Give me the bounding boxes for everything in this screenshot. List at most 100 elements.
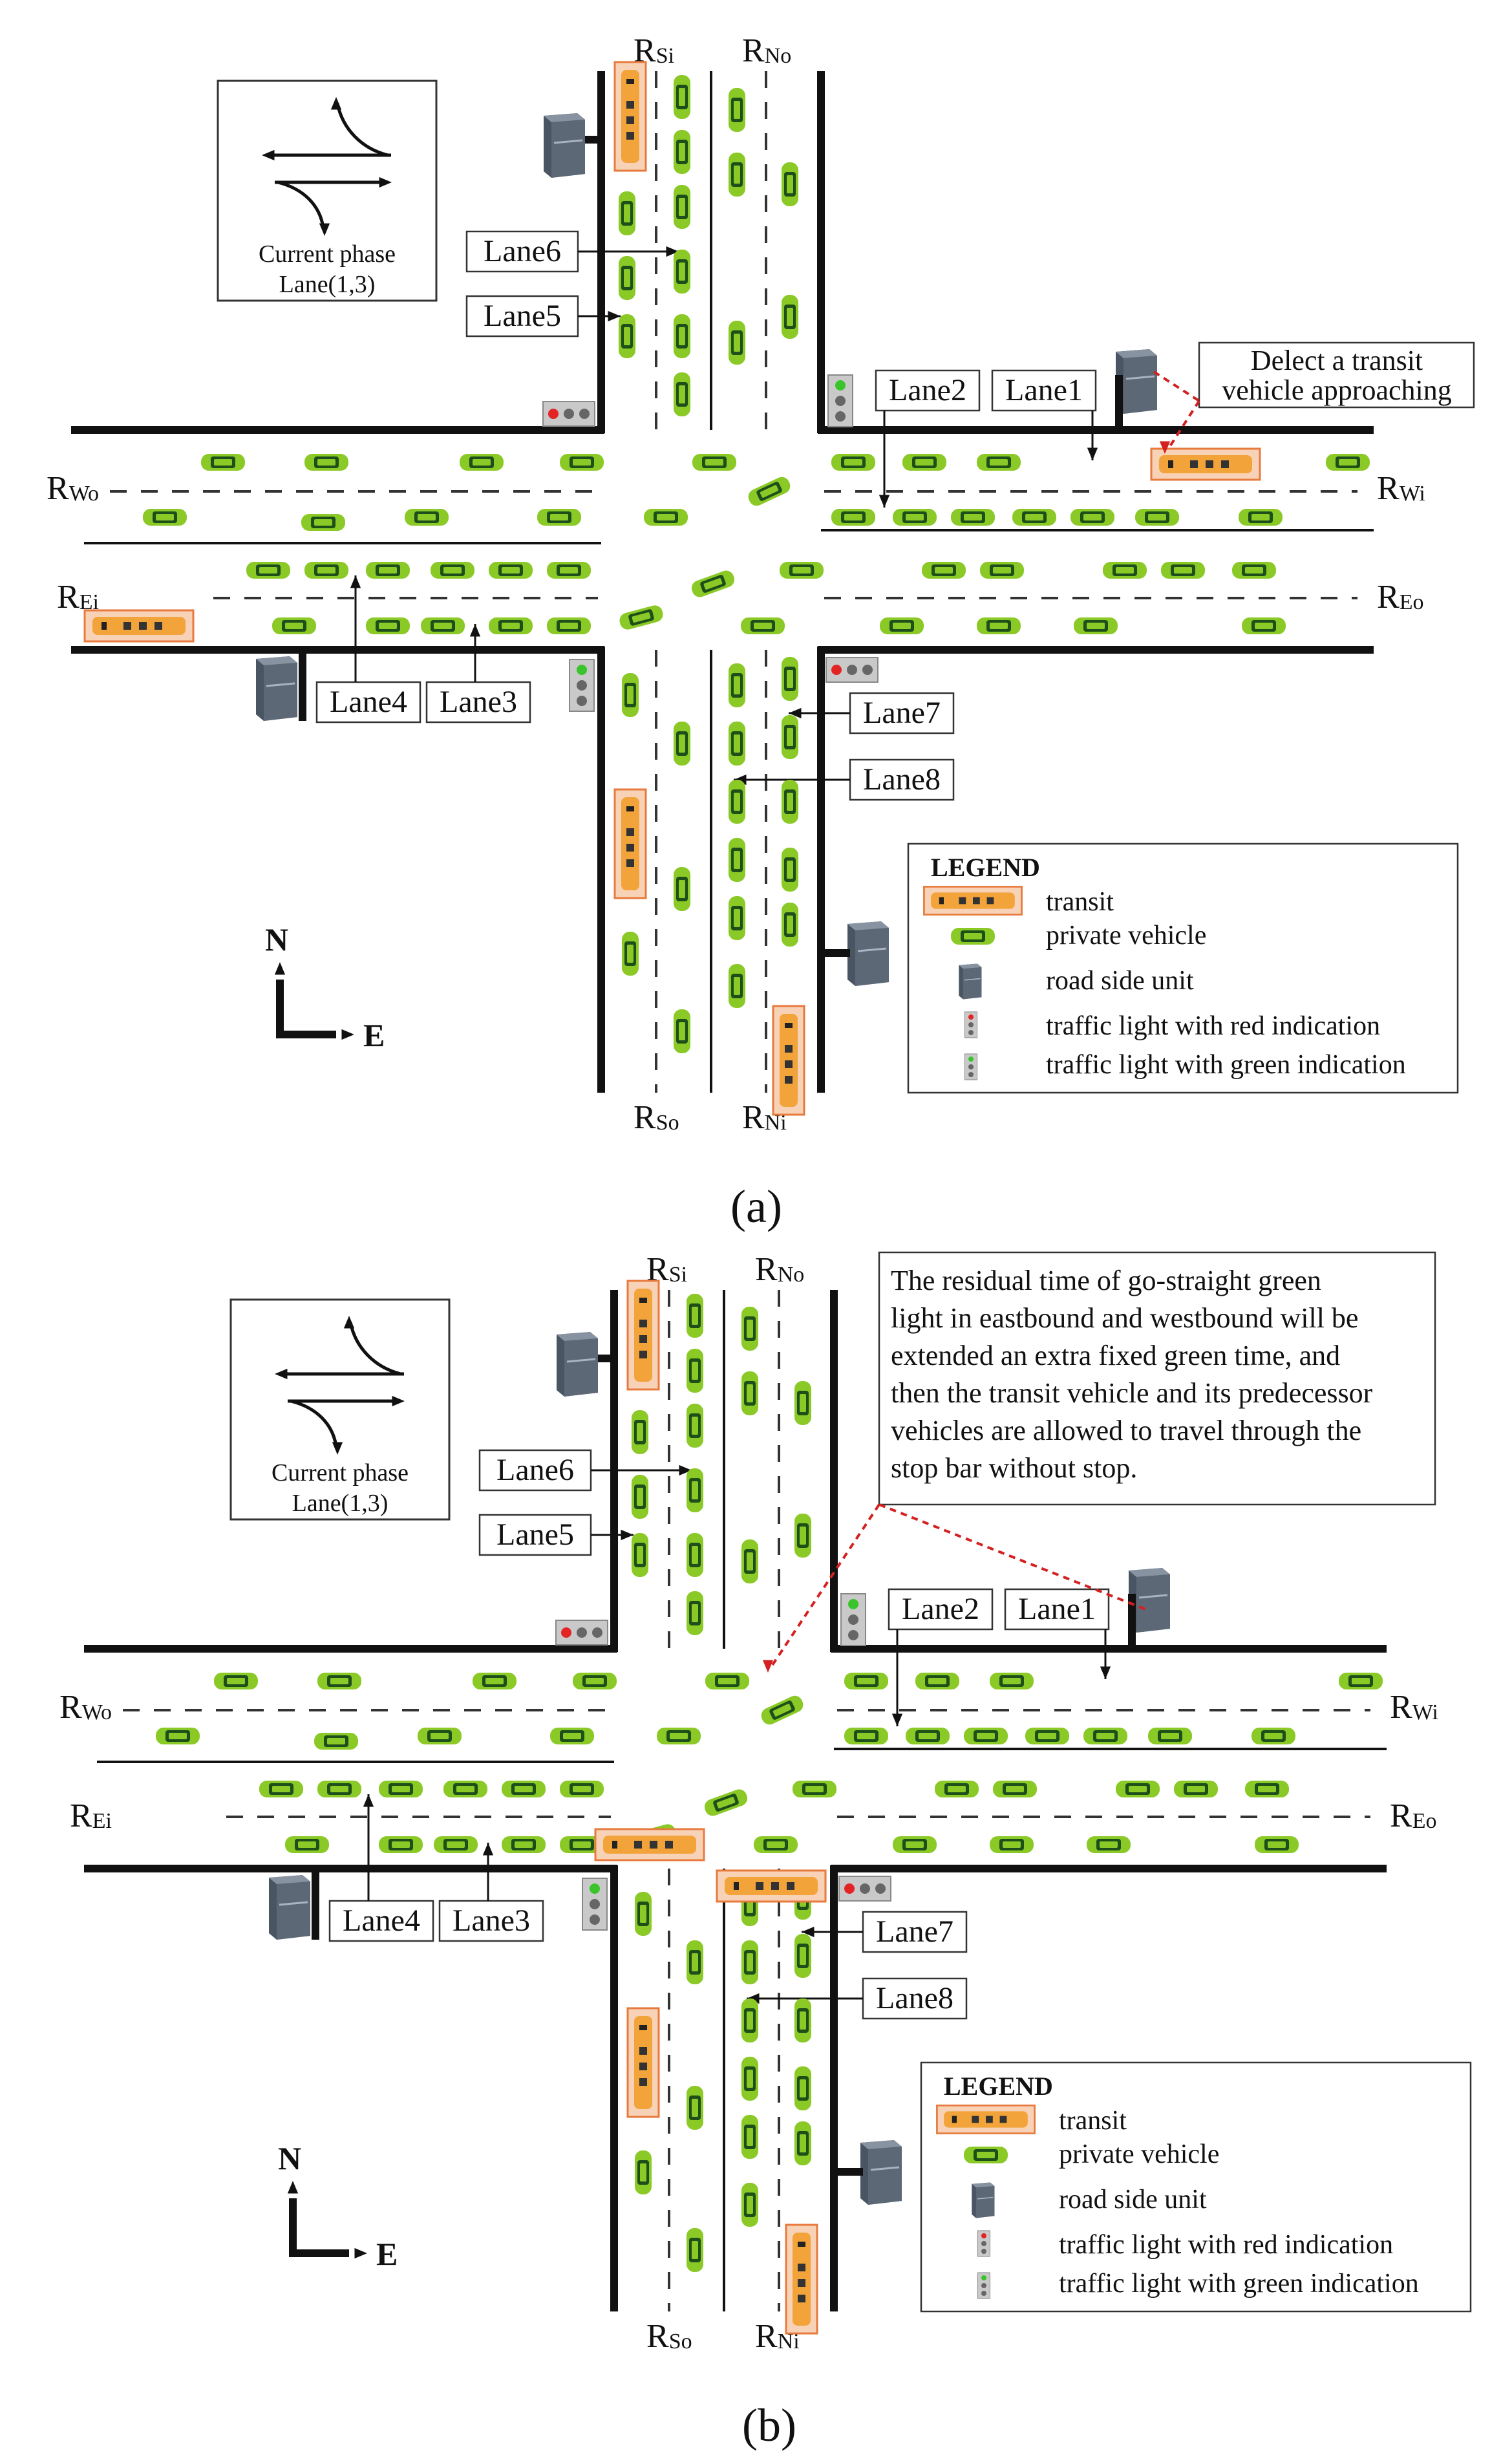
lane-label: Lane4 — [328, 1900, 434, 1942]
private-vehicle — [635, 2150, 652, 2194]
private-vehicle — [794, 1381, 811, 1425]
rsu-mount — [585, 136, 601, 144]
private-vehicle — [704, 1789, 748, 1816]
private-vehicle — [674, 130, 690, 174]
private-vehicle — [844, 1673, 888, 1689]
private-vehicle — [317, 1781, 361, 1797]
private-vehicle — [366, 562, 410, 579]
lane-label: Lane6 — [465, 230, 579, 273]
private-vehicle — [687, 1294, 703, 1338]
lane4-pointer — [363, 1794, 374, 1901]
lane-label-text: Lane6 — [484, 234, 561, 268]
private-vehicle — [1245, 1781, 1289, 1797]
private-vehicle — [1161, 562, 1205, 579]
transit-vehicle — [594, 1828, 705, 1861]
left-turn-arrow — [348, 1322, 401, 1376]
annotation-note-line: then the transit vehicle and its predece… — [891, 1377, 1373, 1409]
private-vehicle — [922, 562, 966, 579]
private-vehicle — [741, 2057, 758, 2101]
private-vehicle — [489, 617, 533, 634]
private-vehicle — [780, 562, 824, 579]
annotation-note-line: light in eastbound and westbound will be — [891, 1302, 1358, 1334]
lane5-pointer — [578, 310, 621, 322]
private-vehicle — [550, 1728, 594, 1744]
private-vehicle — [1074, 617, 1118, 634]
private-vehicle — [831, 454, 875, 471]
private-vehicle — [379, 1781, 423, 1797]
lane-label-text: Lane2 — [902, 1592, 979, 1626]
private-vehicle — [622, 932, 639, 976]
road-label: RSo — [634, 1099, 679, 1136]
lane-label: Lane7 — [862, 1911, 968, 1953]
private-vehicle — [547, 562, 591, 579]
private-vehicle — [259, 1781, 303, 1797]
private-vehicle — [304, 454, 348, 471]
private-vehicle — [687, 1533, 703, 1577]
private-vehicle — [635, 1892, 652, 1936]
legend-item-label: traffic light with green indication — [1046, 1050, 1406, 1080]
private-vehicle — [729, 321, 745, 365]
private-vehicle — [893, 509, 937, 526]
lane-label-text: Lane5 — [484, 299, 561, 333]
road-side-unit-icon — [557, 1332, 598, 1397]
transit-vehicle — [785, 2224, 818, 2335]
private-vehicle — [893, 1836, 937, 1853]
transit-vehicle — [613, 788, 647, 899]
private-vehicle — [674, 185, 690, 229]
private-vehicle — [741, 1999, 758, 2042]
private-vehicle — [990, 1673, 1034, 1689]
legend-item-label: transit — [1046, 887, 1114, 917]
traffic-light-red-icon — [542, 401, 595, 427]
private-vehicle — [644, 509, 688, 526]
legend-item-label: traffic light with green indication — [1059, 2269, 1419, 2299]
private-vehicle — [741, 2183, 758, 2227]
transit-vehicle — [772, 1005, 805, 1116]
legend-item-label: traffic light with red indication — [1059, 2230, 1393, 2260]
detection-link — [878, 1503, 1148, 1611]
annotation-note-line: Delect a transit — [1251, 345, 1423, 376]
transit-vehicle — [936, 2105, 1036, 2134]
transit-vehicle — [1150, 447, 1261, 481]
private-vehicle — [1025, 1728, 1069, 1744]
lane-label-text: Lane8 — [876, 1981, 953, 2015]
private-vehicle — [1083, 1728, 1127, 1744]
private-vehicle — [977, 454, 1021, 471]
private-vehicle — [460, 454, 504, 471]
lane-label-text: Lane6 — [496, 1453, 574, 1487]
transit-vehicle — [626, 1280, 660, 1391]
private-vehicle — [729, 896, 745, 940]
traffic-light-green-icon — [964, 1053, 977, 1080]
private-vehicle — [1242, 617, 1286, 634]
private-vehicle — [285, 1836, 329, 1853]
annotation-note-line: The residual time of go-straight green — [891, 1265, 1321, 1296]
private-vehicle — [729, 838, 745, 882]
legend-item-label: transit — [1059, 2106, 1127, 2136]
private-vehicle — [880, 617, 924, 634]
transit-vehicle — [613, 61, 647, 172]
road-label: RNi — [755, 2318, 800, 2355]
private-vehicle — [619, 314, 635, 358]
private-vehicle — [935, 1781, 979, 1797]
private-vehicle — [674, 75, 690, 119]
private-vehicle — [748, 477, 791, 506]
private-vehicle — [619, 191, 635, 235]
private-vehicle — [201, 454, 245, 471]
transit-vehicle — [626, 2007, 660, 2118]
private-vehicle — [632, 1475, 648, 1519]
legend-transit-swatch — [923, 886, 1023, 916]
lane-label: Lane1 — [991, 369, 1097, 412]
private-vehicle — [687, 1468, 703, 1512]
lane-label-text: Lane7 — [863, 696, 941, 730]
private-vehicle — [964, 1728, 1008, 1744]
private-vehicle — [674, 722, 690, 766]
private-vehicle — [421, 617, 465, 634]
private-vehicle — [1251, 1728, 1295, 1744]
lane-label: Lane1 — [1004, 1588, 1110, 1631]
road-side-unit-icon — [860, 2140, 902, 2205]
compass-east-label: E — [376, 2236, 398, 2272]
lane-label-text: Lane3 — [453, 1903, 530, 1938]
legend-item-label: road side unit — [1059, 2185, 1207, 2214]
private-vehicle — [782, 162, 798, 206]
right-turn-arrow — [290, 1399, 338, 1447]
